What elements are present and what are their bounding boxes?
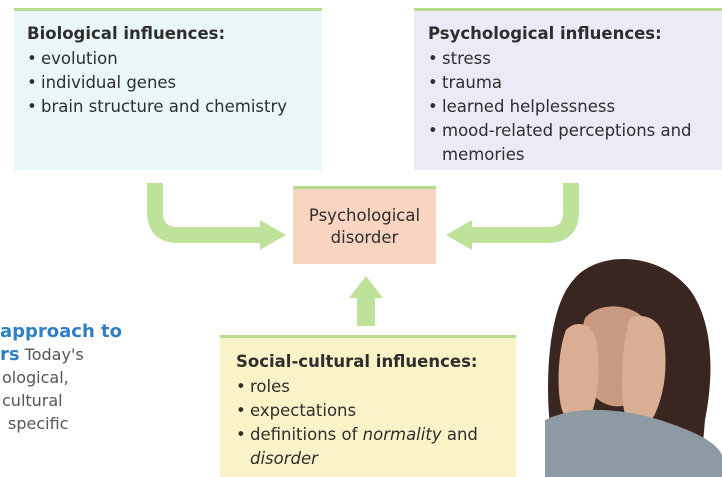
psychological-disorder-box: Psychological disorder bbox=[293, 186, 436, 264]
list-item: learned helplessness bbox=[428, 95, 722, 119]
psychological-influences-box: Psychological influences: stress trauma … bbox=[414, 8, 722, 170]
psychological-influences-list: stress trauma learned helplessness mood-… bbox=[428, 47, 722, 167]
list-item: roles bbox=[236, 375, 516, 399]
list-item: individual genes bbox=[27, 71, 322, 95]
photo-right-hand bbox=[622, 316, 666, 426]
caption-line: ological, bbox=[2, 368, 69, 387]
list-item: brain structure and chemistry bbox=[27, 95, 322, 119]
list-item: stress bbox=[428, 47, 722, 71]
social-cultural-influences-title: Social-cultural influences: bbox=[236, 352, 478, 371]
item-emphasis-normality: normality bbox=[362, 425, 442, 444]
item-text: definitions of bbox=[250, 425, 363, 444]
list-item: trauma bbox=[428, 71, 722, 95]
social-cultural-influences-list: roles expectations definitions of normal… bbox=[236, 375, 516, 471]
list-item: definitions of normality and disorder bbox=[236, 423, 516, 471]
center-line-2: disorder bbox=[330, 228, 399, 247]
caption-heading-2: rs bbox=[0, 344, 20, 365]
psychological-influences-title: Psychological influences: bbox=[428, 24, 662, 43]
figure-caption: approach to rs Today's ological, cultura… bbox=[0, 320, 215, 435]
biological-influences-box: Biological influences: evolution individ… bbox=[14, 8, 322, 170]
caption-text: Today's bbox=[19, 345, 84, 364]
list-item: evolution bbox=[27, 47, 322, 71]
caption-line: specific bbox=[8, 414, 69, 433]
biological-influences-list: evolution individual genes brain structu… bbox=[27, 47, 322, 119]
caption-line: cultural bbox=[2, 391, 63, 410]
list-item: mood-related perceptions and memories bbox=[428, 119, 722, 167]
biological-influences-title: Biological influences: bbox=[27, 24, 226, 43]
social-cultural-influences-box: Social-cultural influences: roles expect… bbox=[220, 335, 516, 477]
list-item: expectations bbox=[236, 399, 516, 423]
photo-sweater bbox=[545, 409, 722, 477]
center-line-1: Psychological bbox=[308, 206, 421, 225]
item-text: and bbox=[441, 425, 478, 444]
item-emphasis-disorder: disorder bbox=[250, 449, 318, 468]
photo-left-hand bbox=[558, 324, 599, 424]
caption-heading-1: approach to bbox=[0, 321, 123, 342]
